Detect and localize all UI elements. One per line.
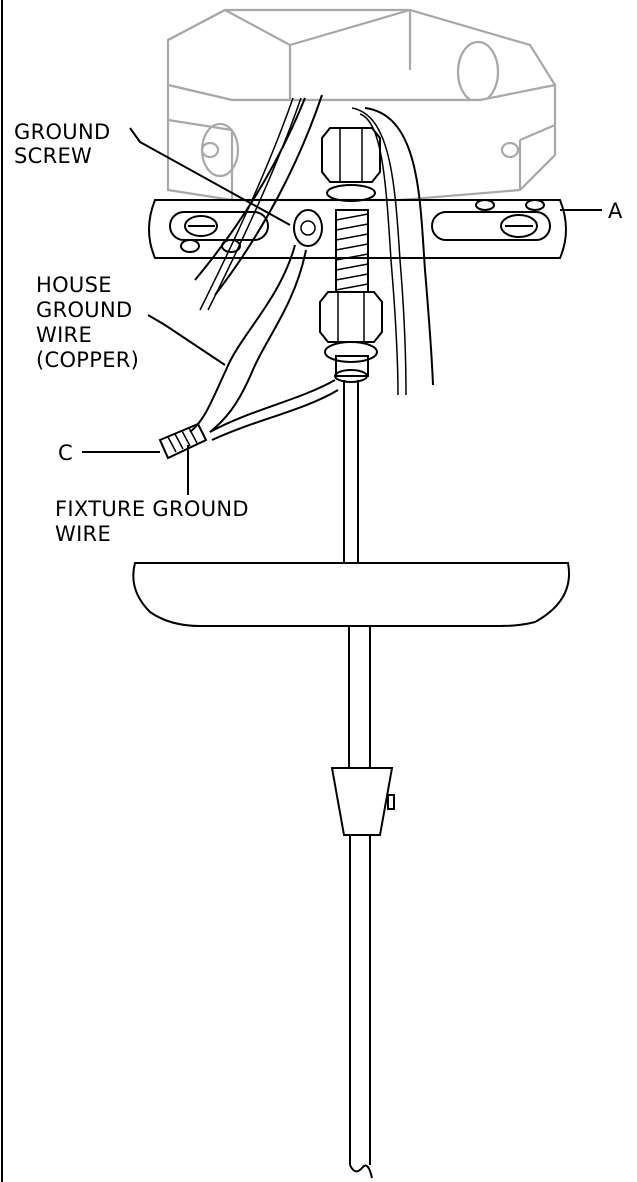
- label-house-ground-wire: HOUSE GROUND WIRE (COPPER): [36, 273, 139, 372]
- label-c: C: [58, 441, 73, 465]
- label-a: A: [608, 199, 623, 223]
- canopy: [132, 562, 570, 627]
- svg-text:HOUSE: HOUSE: [36, 273, 112, 297]
- wire-nut-c: [158, 422, 208, 460]
- svg-text:(COPPER): (COPPER): [36, 348, 139, 372]
- ground-screw-head: [293, 209, 323, 247]
- ground-wires: [189, 244, 339, 441]
- svg-text:WIRE: WIRE: [55, 522, 111, 546]
- svg-text:SCREW: SCREW: [14, 144, 92, 168]
- svg-text:WIRE: WIRE: [36, 323, 92, 347]
- label-fixture-ground-wire: FIXTURE GROUND WIRE: [55, 497, 249, 546]
- svg-text:FIXTURE GROUND: FIXTURE GROUND: [55, 497, 249, 521]
- svg-text:GROUND: GROUND: [36, 298, 132, 322]
- upper-stem: [343, 380, 359, 563]
- threaded-nipple: [319, 127, 383, 383]
- mounting-crossbar: [148, 199, 567, 259]
- lower-stem: [330, 626, 395, 1179]
- callout-leaders: [82, 127, 602, 495]
- svg-text:GROUND: GROUND: [14, 120, 110, 144]
- label-ground-screw: GROUND SCREW: [14, 120, 110, 168]
